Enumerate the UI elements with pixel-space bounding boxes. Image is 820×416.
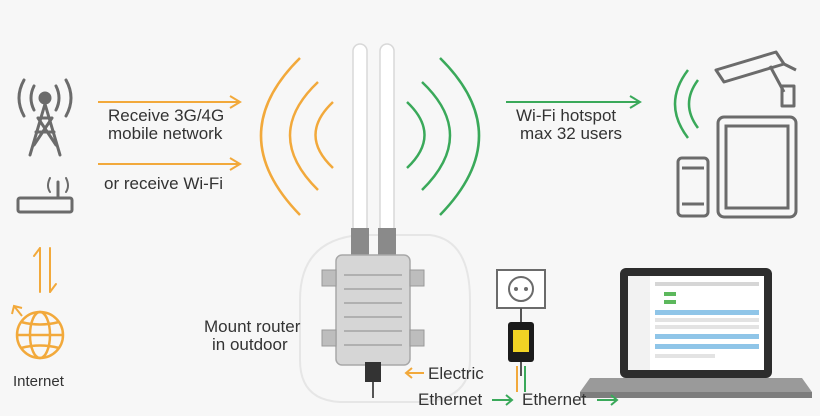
globe-icon: [11, 304, 65, 360]
security-camera-icon: [714, 50, 797, 108]
cell-tower-icon: [17, 78, 73, 157]
receive-arrow-bottom: [98, 157, 242, 171]
poe-adapter-icon: [508, 322, 534, 376]
phone-icon: [676, 156, 710, 218]
mount-label-line1: Mount router: [204, 317, 301, 336]
hotspot-arrow: [506, 95, 642, 109]
internet-label: Internet: [13, 373, 64, 390]
receive-label-line1: Receive 3G/4G: [108, 106, 225, 125]
laptop-icon: [580, 268, 812, 398]
poe-cables: [516, 366, 526, 392]
hotspot-label-line1: Wi-Fi hotspot: [516, 106, 617, 125]
router-icon: [16, 177, 74, 214]
electric-label: Electric: [428, 364, 484, 383]
background-frame: [299, 234, 471, 403]
orange-signal-arcs: [259, 57, 334, 216]
receive-arrow-top: [98, 95, 242, 109]
receive-label-line2: mobile network: [108, 124, 223, 143]
ethernet-label-right: Ethernet: [522, 390, 587, 409]
or-receive-wifi-label: or receive Wi-Fi: [104, 174, 224, 193]
electric-arrow: [404, 367, 424, 379]
hotspot-label-line2: max 32 users: [520, 124, 623, 143]
ethernet-arrow-left: [492, 394, 514, 406]
device-signal-arcs: [673, 69, 700, 139]
ethernet-arrow-right: [597, 394, 619, 406]
tablet-icon: [716, 115, 798, 219]
power-socket-icon: [496, 269, 546, 309]
exchange-arrows-icon: [33, 247, 57, 293]
mount-label-line2: in outdoor: [212, 335, 288, 354]
antenna-router-icon: [321, 43, 425, 382]
green-signal-arcs: [406, 57, 481, 216]
ethernet-label-left: Ethernet: [418, 390, 483, 409]
